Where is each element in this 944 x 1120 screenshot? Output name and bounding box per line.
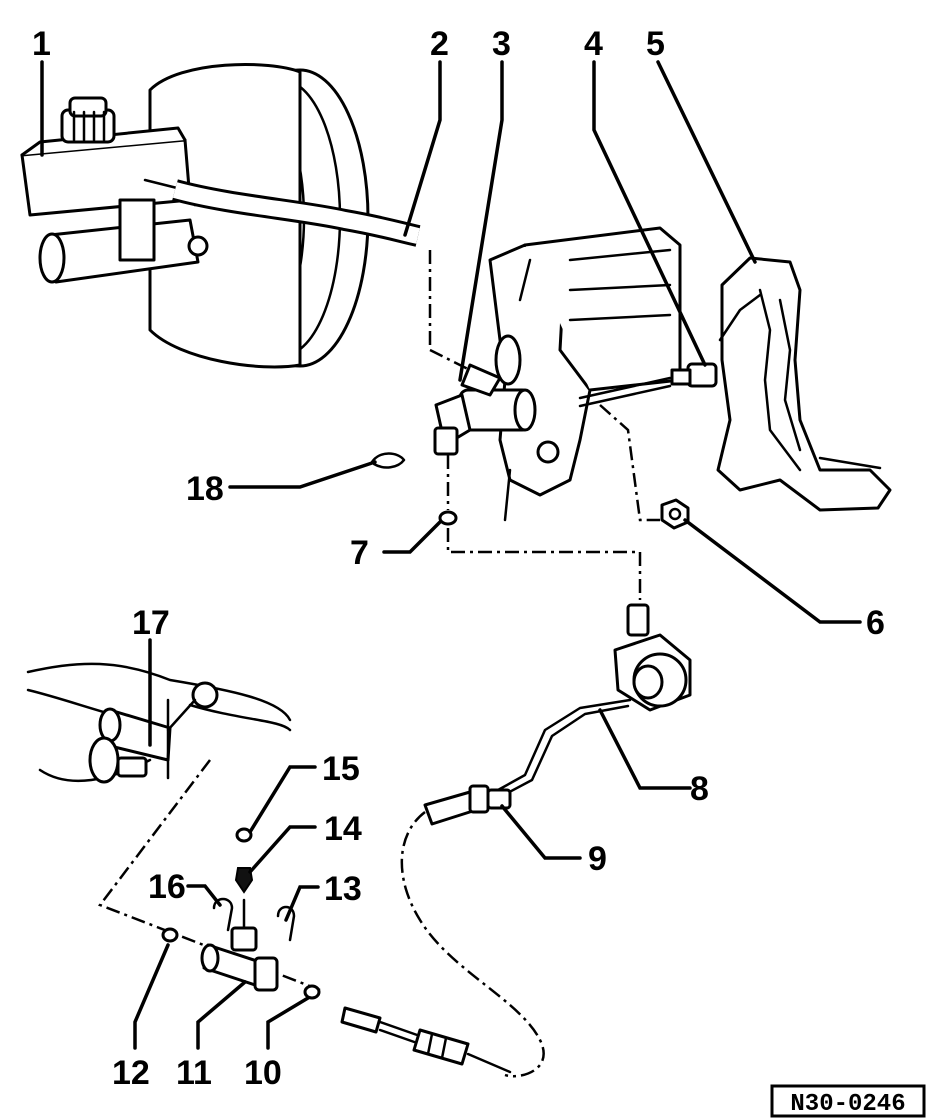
- callout-5: 5: [646, 25, 665, 63]
- nut: [599, 404, 690, 530]
- callout-1: 1: [32, 25, 51, 63]
- line-end-fitting: [340, 1006, 512, 1074]
- seal-ring-lower: [161, 927, 321, 1000]
- callout-2: 2: [430, 25, 449, 63]
- callout-7: 7: [350, 534, 369, 572]
- connector-piece: [200, 827, 296, 992]
- slave-cylinder: [496, 603, 692, 799]
- leader-lines: [40, 60, 862, 1050]
- callout-4: 4: [584, 25, 603, 63]
- callout-15: 15: [322, 750, 360, 788]
- clutch-pedal: [716, 256, 892, 512]
- seal-ring: [438, 455, 642, 600]
- callout-8: 8: [690, 770, 709, 808]
- reference-number: N30-0246: [790, 1091, 905, 1118]
- callout-11: 11: [176, 1054, 212, 1092]
- pipe-connector: [423, 784, 512, 826]
- pushrod: [578, 362, 718, 408]
- callout-12: 12: [112, 1054, 150, 1092]
- retaining-clip: [370, 452, 406, 469]
- callout-14: 14: [324, 810, 362, 848]
- clutch-master-cylinder: [433, 363, 537, 456]
- master-cylinder-with-reservoir: [20, 96, 209, 284]
- hydraulic-line-path: [98, 759, 545, 1078]
- callout-18: 18: [186, 470, 224, 508]
- pedal-bracket: [488, 226, 682, 522]
- callout-6: 6: [866, 604, 885, 642]
- callout-16: 16: [148, 868, 186, 906]
- callout-13: 13: [324, 870, 362, 908]
- callout-17: 17: [132, 604, 170, 642]
- gearbox-bracket: [26, 662, 292, 784]
- callout-9: 9: [588, 840, 607, 878]
- callout-3: 3: [492, 25, 511, 63]
- callout-labels: 1 2 3 4 5 6 7 8 9 10 11 12 13 14 15 16 1…: [32, 25, 885, 1092]
- reference-box: N30-0246: [770, 1084, 926, 1118]
- callout-10: 10: [244, 1054, 282, 1092]
